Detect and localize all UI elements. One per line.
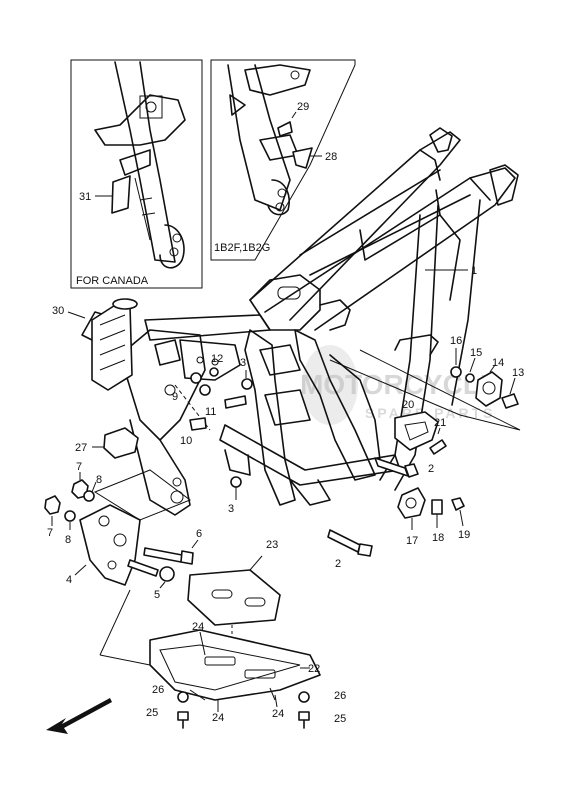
callout-24-top: 24 bbox=[192, 621, 204, 633]
inset-for-canada: 31 FOR CANADA bbox=[70, 59, 203, 289]
callout-15: 15 bbox=[470, 347, 482, 359]
callout-12: 12 bbox=[211, 353, 223, 365]
callout-25-right: 25 bbox=[334, 713, 346, 725]
callout-21: 21 bbox=[434, 417, 446, 429]
callout-7-upper: 7 bbox=[76, 461, 82, 473]
callout-3-lower: 3 bbox=[228, 503, 234, 515]
callout-18: 18 bbox=[432, 532, 444, 544]
callout-9: 9 bbox=[172, 391, 178, 403]
callout-16: 16 bbox=[450, 335, 462, 347]
inset-left-caption: FOR CANADA bbox=[76, 275, 149, 287]
callout-26-right: 26 bbox=[334, 690, 346, 702]
part-27: 27 bbox=[75, 427, 139, 459]
part-20-bracket: 20 21 bbox=[394, 399, 447, 455]
callout-8-lower: 8 bbox=[65, 534, 71, 546]
callout-7-lower: 7 bbox=[47, 527, 53, 539]
callout-14: 14 bbox=[492, 357, 504, 369]
callout-30: 30 bbox=[52, 305, 64, 317]
part-4-bracket: 4 6 5 bbox=[66, 504, 202, 666]
skid-plates: 23 22 24 24 24 bbox=[149, 539, 321, 724]
callout-26-left: 26 bbox=[152, 684, 164, 696]
callout-1: 1 bbox=[471, 265, 477, 277]
callout-24-left: 24 bbox=[212, 712, 224, 724]
callout-23: 23 bbox=[266, 539, 278, 551]
callout-2-lower: 2 bbox=[335, 558, 341, 570]
callout-3-upper: 3 bbox=[240, 357, 246, 369]
inset-right-caption: 1B2F,1B2G bbox=[214, 242, 270, 254]
callout-25-left: 25 bbox=[146, 707, 158, 719]
callout-22: 22 bbox=[308, 663, 320, 675]
callout-8-upper: 8 bbox=[96, 474, 102, 486]
main-frame bbox=[93, 127, 521, 521]
callout-2-upper: 2 bbox=[428, 463, 434, 475]
callout-4: 4 bbox=[66, 574, 72, 586]
callout-29: 29 bbox=[297, 101, 309, 113]
part-30-cover: 30 bbox=[52, 298, 138, 391]
parts-7-8: 7 8 7 8 bbox=[44, 461, 102, 546]
callout-27: 27 bbox=[75, 442, 87, 454]
callout-24-right: 24 bbox=[272, 708, 284, 720]
parts-17-19: 17 18 19 2 2 bbox=[327, 457, 470, 570]
bolt-cluster-9-12: 3 12 9 11 10 3 bbox=[172, 353, 253, 515]
callout-11: 11 bbox=[205, 406, 216, 418]
callout-19: 19 bbox=[458, 529, 470, 541]
callout-6: 6 bbox=[196, 528, 202, 540]
callout-17: 17 bbox=[406, 535, 418, 547]
watermark: MOTORCYCLE SPARE PARTS bbox=[300, 345, 499, 425]
callout-20: 20 bbox=[402, 399, 414, 411]
callout-31: 31 bbox=[79, 191, 91, 203]
arrow-front-icon bbox=[46, 698, 112, 734]
callout-13: 13 bbox=[512, 367, 524, 379]
inset-1b2f-1b2g: 29 28 1B2F,1B2G bbox=[210, 59, 356, 261]
mount-hardware: 16 15 14 13 bbox=[450, 335, 524, 409]
fasteners-25-26: 26 25 26 25 bbox=[146, 684, 346, 729]
callout-5: 5 bbox=[154, 589, 160, 601]
callout-10: 10 bbox=[180, 435, 192, 447]
callout-28: 28 bbox=[325, 151, 337, 163]
